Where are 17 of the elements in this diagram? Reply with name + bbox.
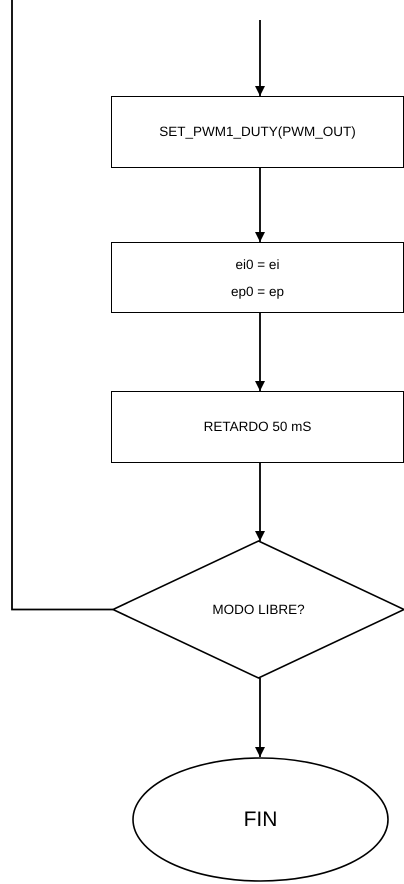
node-label: SET_PWM1_DUTY(PWM_OUT) xyxy=(159,123,356,141)
arrow xyxy=(255,313,265,391)
connector-line xyxy=(11,0,113,610)
decision-diamond xyxy=(113,541,404,678)
node-label: MODO LIBRE? xyxy=(212,600,305,618)
terminator-ellipse xyxy=(132,757,389,882)
process-box xyxy=(111,391,404,463)
arrow xyxy=(255,463,265,541)
process-box xyxy=(111,96,404,168)
node-label: FIN xyxy=(244,806,278,832)
arrow xyxy=(255,20,265,96)
arrow xyxy=(255,168,265,242)
node-label: ei0 = ei xyxy=(236,256,280,274)
node-label: RETARDO 50 mS xyxy=(204,418,312,436)
arrow xyxy=(255,678,265,757)
node-label: ep0 = ep xyxy=(231,282,284,301)
process-box xyxy=(111,242,404,313)
